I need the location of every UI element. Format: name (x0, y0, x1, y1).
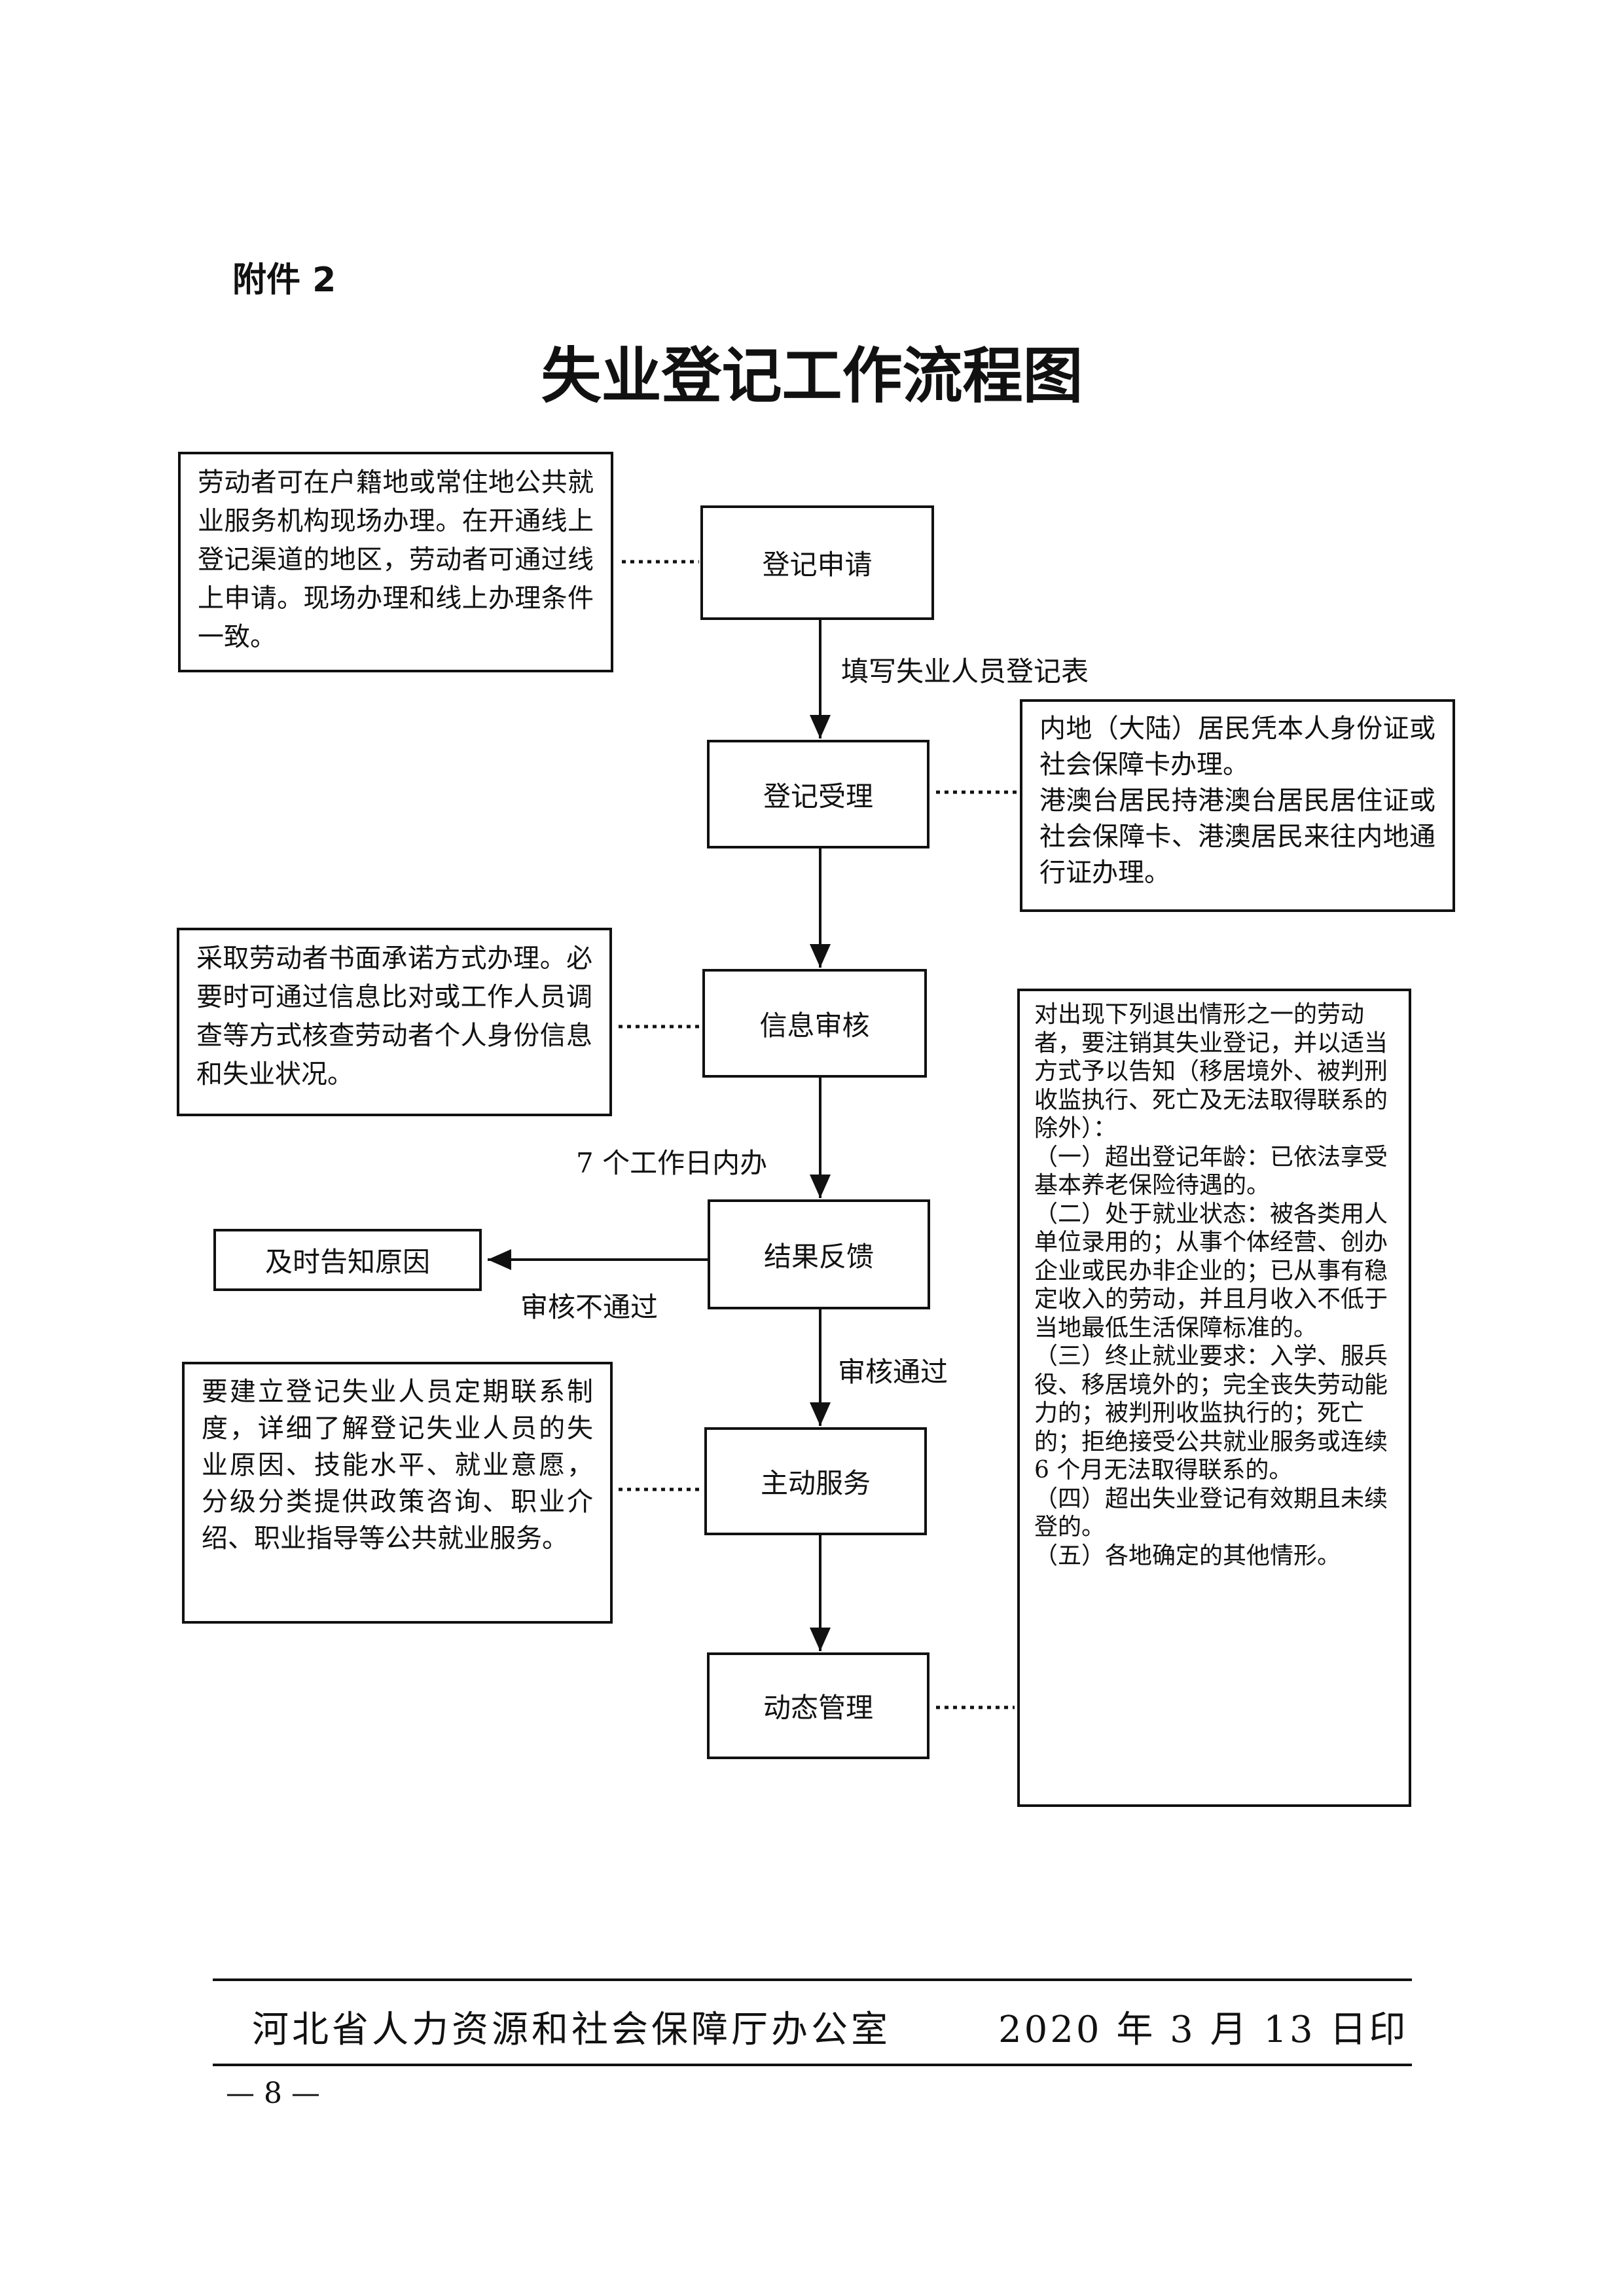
attachment-label: 附件 2 (232, 261, 336, 300)
step-apply: 登记申请 (700, 505, 934, 620)
step-service: 主动服务 (704, 1427, 927, 1535)
step-accept: 登记受理 (707, 740, 929, 848)
edge-label-seven-days: 7 个工作日内办 (576, 1147, 768, 1179)
footer-date: 2020 年 3 月 13 日印 (998, 2009, 1409, 2051)
note-accept-line-2: 港澳台居民持港澳台居民居住证或社会保障卡、港澳居民来往内地通行证办理。 (1039, 786, 1435, 888)
note-exit-item-2: （二）处于就业状态：被各类用人单位录用的；从事个体经营、创办企业或民办非企业的；… (1034, 1200, 1388, 1341)
note-exit-item-1: （一）超出登记年龄：已依法享受基本养老保险待遇的。 (1034, 1143, 1388, 1199)
note-exit-item-3: （三）终止就业要求：入学、服兵役、移居境外的；完全丧失劳动能力的；被判刑收监执行… (1034, 1343, 1388, 1484)
note-review: 采取劳动者书面承诺方式办理。必要时可通过信息比对或工作人员调查等方式核查劳动者个… (177, 928, 612, 1116)
footer-rule-bottom (213, 2064, 1412, 2066)
edge-label-passed: 审核通过 (838, 1356, 948, 1388)
note-accept-line-1: 内地（大陆）居民凭本人身份证或社会保障卡办理。 (1039, 714, 1435, 780)
step-notify: 及时告知原因 (213, 1229, 482, 1291)
edge-label-not-passed: 审核不通过 (520, 1291, 659, 1323)
step-feedback-label: 结果反馈 (763, 1240, 874, 1273)
step-notify-label: 及时告知原因 (264, 1246, 430, 1278)
step-accept-label: 登记受理 (763, 780, 873, 812)
step-service-label: 主动服务 (760, 1467, 871, 1499)
step-review-label: 信息审核 (759, 1009, 870, 1042)
page-number: — 8 — (226, 2077, 320, 2110)
page-title: 失业登记工作流程图 (541, 341, 1083, 411)
step-manage: 动态管理 (707, 1652, 929, 1759)
note-exit-conditions: 对出现下列退出情形之一的劳动者，要注销其失业登记，并以适当方式予以告知（移居境外… (1017, 989, 1411, 1807)
note-apply: 劳动者可在户籍地或常住地公共就业服务机构现场办理。在开通线上登记渠道的地区，劳动… (178, 452, 613, 672)
footer-rule-top (213, 1978, 1412, 1981)
step-manage-label: 动态管理 (763, 1692, 873, 1724)
step-apply-label: 登记申请 (762, 549, 873, 581)
note-exit-item-5: （五）各地确定的其他情形。 (1034, 1542, 1341, 1569)
note-accept: 内地（大陆）居民凭本人身份证或社会保障卡办理。 港澳台居民持港澳台居民居住证或社… (1020, 699, 1455, 912)
note-service: 要建立登记失业人员定期联系制度，详细了解登记失业人员的失业原因、技能水平、就业意… (182, 1362, 613, 1624)
note-exit-intro: 对出现下列退出情形之一的劳动者，要注销其失业登记，并以适当方式予以告知（移居境外… (1034, 1001, 1388, 1142)
footer-issuer: 河北省人力资源和社会保障厅办公室 (252, 2009, 891, 2051)
note-exit-item-4: （四）超出失业登记有效期且未续登的。 (1034, 1485, 1388, 1541)
step-feedback: 结果反馈 (708, 1199, 930, 1309)
step-review: 信息审核 (702, 969, 927, 1078)
edge-label-fill-form: 填写失业人员登记表 (841, 655, 1089, 687)
